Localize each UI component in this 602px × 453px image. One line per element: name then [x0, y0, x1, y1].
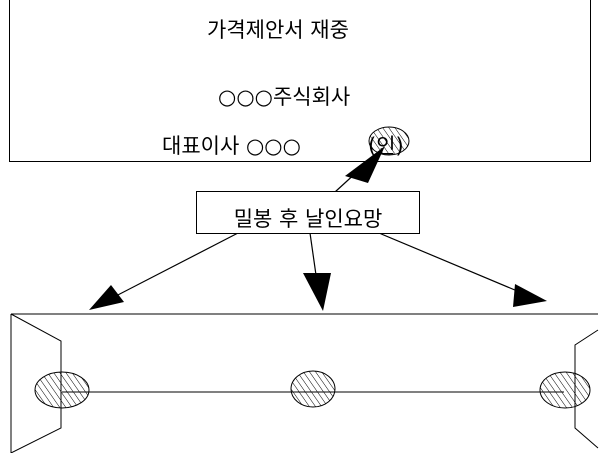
arrow-middle-line	[309, 232, 317, 276]
envelope-seal-right	[539, 371, 591, 409]
document-cover-box	[9, 0, 591, 162]
envelope-seal-left	[34, 371, 90, 409]
arrowhead-middle	[303, 273, 331, 311]
arrow-left-line	[111, 232, 239, 299]
note-box: 밀봉 후 날인요망	[196, 191, 420, 234]
arrow-right-line	[378, 232, 523, 294]
arrowhead-to-seal	[345, 146, 385, 183]
envelope-seal-middle	[290, 370, 336, 408]
document-seal-ellipse	[368, 126, 410, 156]
arrowhead-left	[89, 285, 124, 310]
document-title: 가격제안서 재중	[207, 18, 349, 42]
arrowhead-right	[513, 284, 547, 307]
representative-name: 대표이사 ○○○	[162, 134, 301, 158]
company-name: ○○○주식회사	[218, 85, 351, 109]
note-text: 밀봉 후 날인요망	[233, 207, 383, 231]
